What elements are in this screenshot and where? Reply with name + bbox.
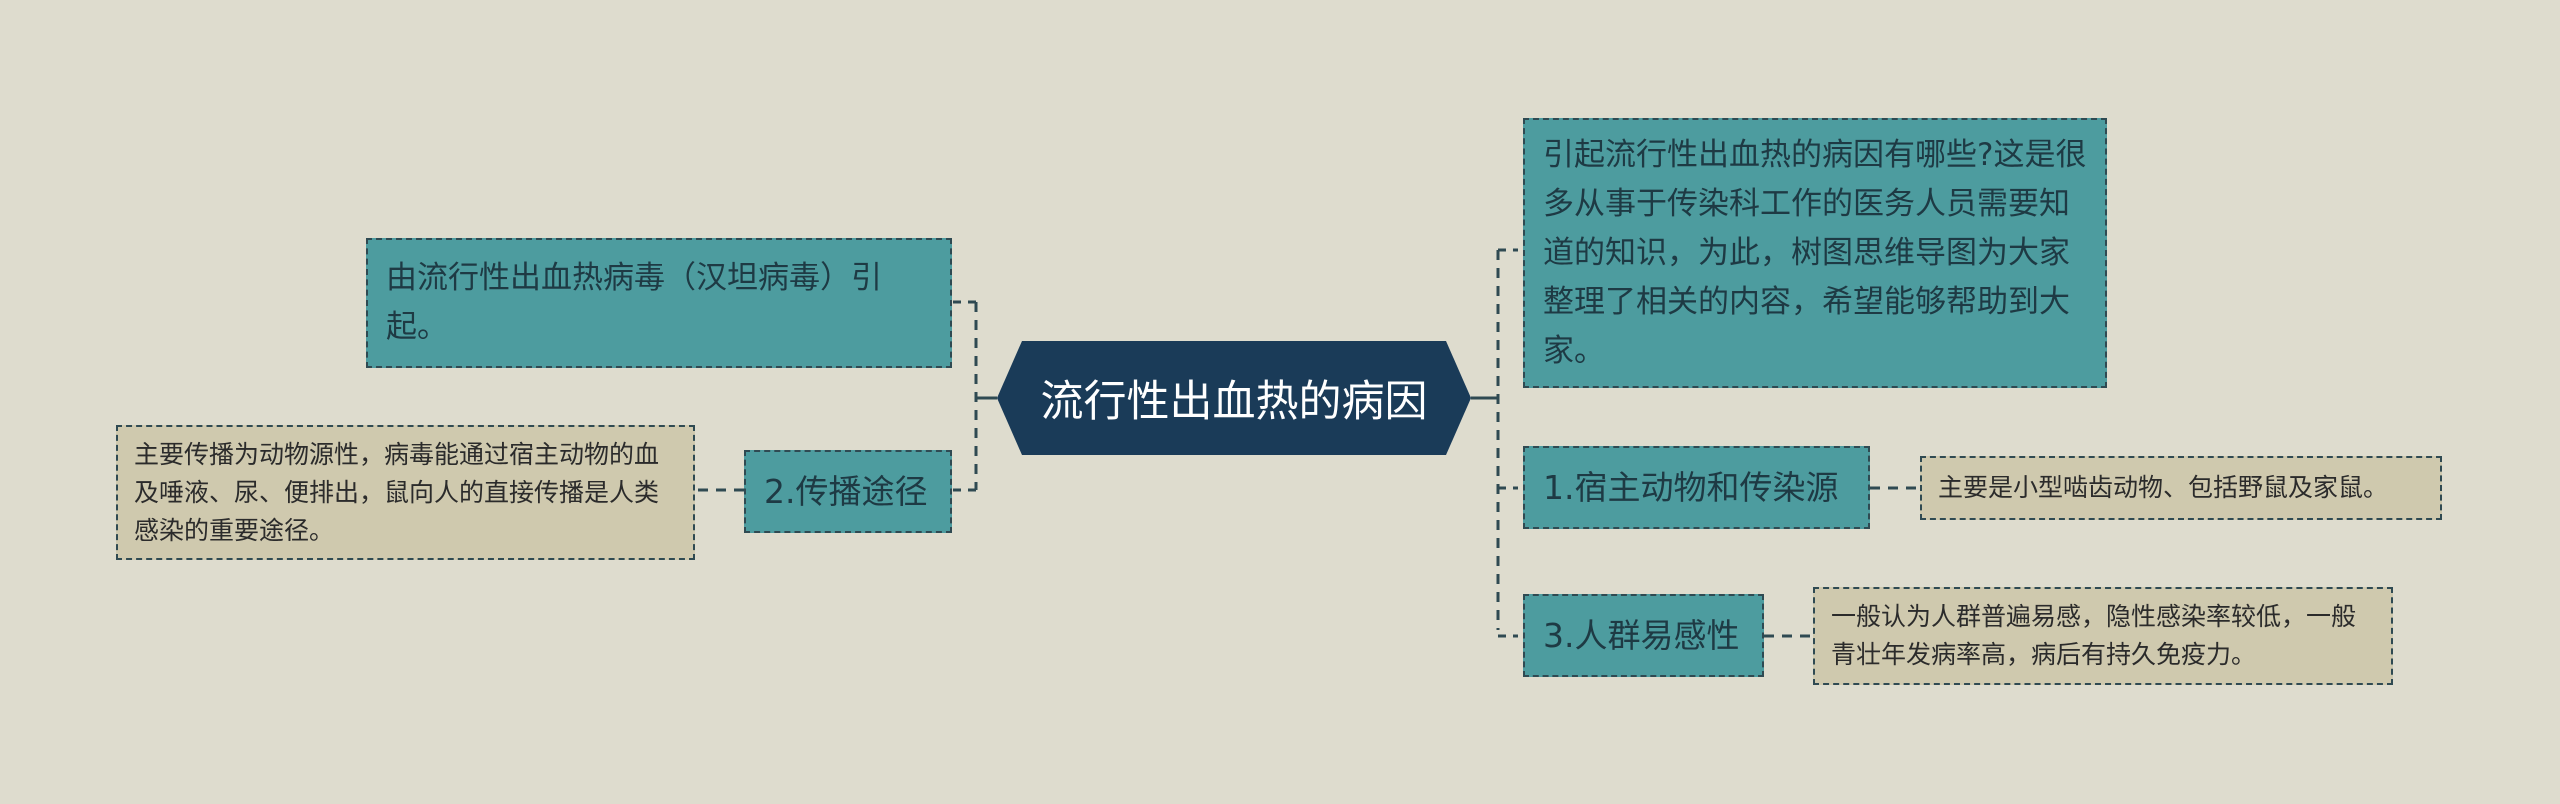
crowd-detail-text: 一般认为人群普遍易感，隐性感染率较低，一般青壮年发病率高，病后有持久免疫力。 xyxy=(1831,602,2357,669)
route-detail-topic[interactable]: 主要传播为动物源性，病毒能通过宿主动物的血及唾液、尿、便排出，鼠向人的直接传播是… xyxy=(116,425,695,560)
root-topic[interactable]: 流行性出血热的病因 xyxy=(997,341,1471,455)
host-detail-topic[interactable]: 主要是小型啮齿动物、包括野鼠及家鼠。 xyxy=(1920,456,2442,520)
crowd-topic[interactable]: 3.人群易感性 xyxy=(1523,594,1764,677)
route-topic[interactable]: 2.传播途径 xyxy=(744,450,952,533)
host-topic-label: 1.宿主动物和传染源 xyxy=(1543,467,1839,507)
intro-topic[interactable]: 引起流行性出血热的病因有哪些?这是很多从事于传染科工作的医务人员需要知道的知识，… xyxy=(1523,118,2107,388)
cause-topic[interactable]: 由流行性出血热病毒（汉坦病毒）引起。 xyxy=(366,238,952,368)
route-topic-label: 2.传播途径 xyxy=(764,471,928,511)
cause-topic-text: 由流行性出血热病毒（汉坦病毒）引起。 xyxy=(386,260,882,345)
host-detail-text: 主要是小型啮齿动物、包括野鼠及家鼠。 xyxy=(1938,473,2389,502)
route-detail-text: 主要传播为动物源性，病毒能通过宿主动物的血及唾液、尿、便排出，鼠向人的直接传播是… xyxy=(134,439,660,545)
crowd-topic-label: 3.人群易感性 xyxy=(1543,615,1740,655)
host-topic[interactable]: 1.宿主动物和传染源 xyxy=(1523,446,1870,529)
crowd-detail-topic[interactable]: 一般认为人群普遍易感，隐性感染率较低，一般青壮年发病率高，病后有持久免疫力。 xyxy=(1813,587,2393,685)
intro-topic-text: 引起流行性出血热的病因有哪些?这是很多从事于传染科工作的医务人员需要知道的知识，… xyxy=(1543,136,2087,369)
root-topic-label: 流行性出血热的病因 xyxy=(1040,377,1428,427)
